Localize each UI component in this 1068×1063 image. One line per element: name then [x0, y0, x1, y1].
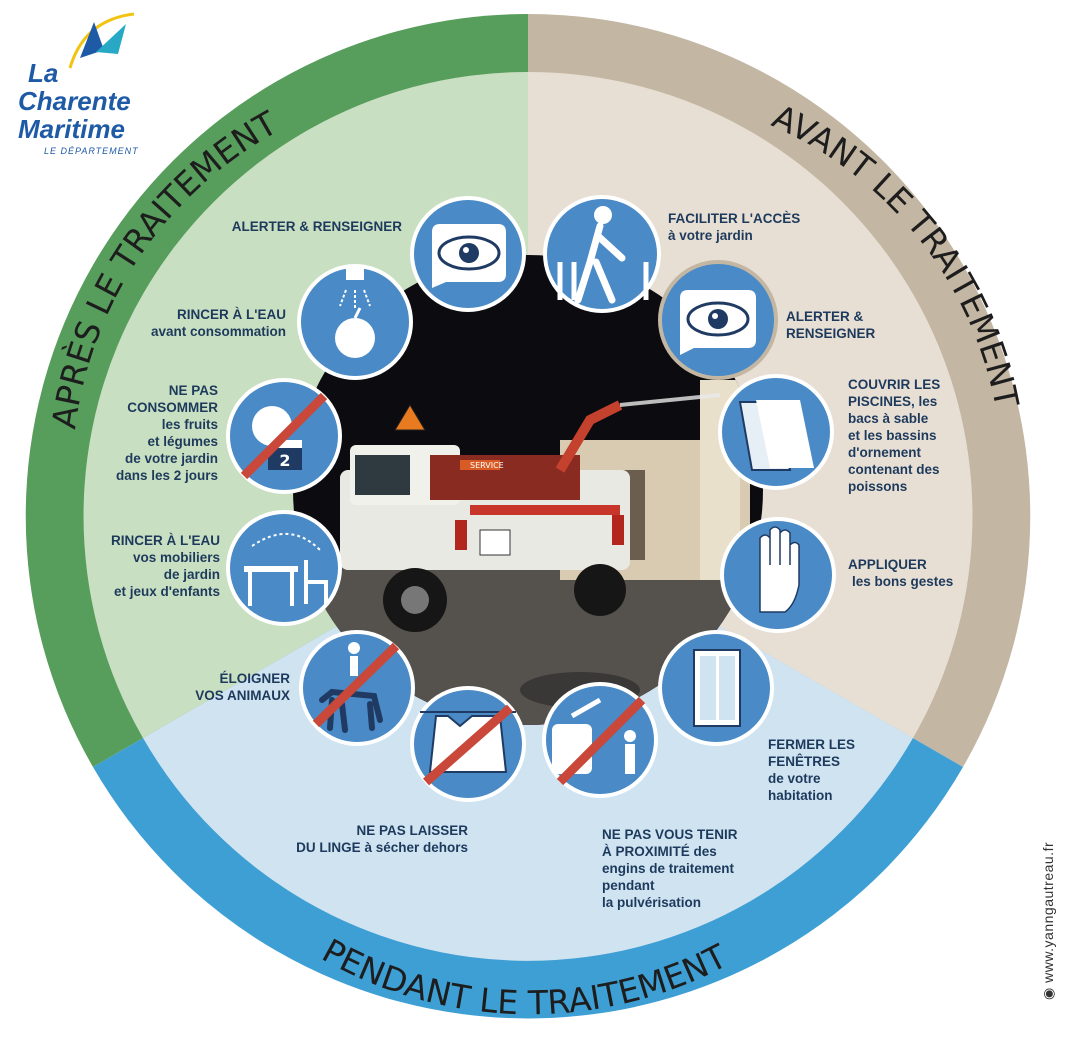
label-animaux: ÉLOIGNER VOS ANIMAUX: [195, 671, 290, 703]
label-fermer: FERMER LES FENÊTRES de votre habitation: [768, 737, 856, 803]
label-rincer-eau: RINCER À L'EAU avant consommation: [150, 307, 286, 339]
label-couvrir: COUVRIR LES PISCINES, les bacs à sable e…: [848, 377, 941, 494]
eye-icon-after: [410, 196, 526, 312]
label-alerter-avant: ALERTER & RENSEIGNER: [786, 309, 876, 341]
logo-maritime: Maritime: [18, 114, 125, 144]
fill-pendant: [143, 516, 913, 961]
no-laundry-icon: [410, 686, 526, 802]
eye-icon: [658, 260, 778, 380]
label-proximite: NE PAS VOUS TENIR À PROXIMITÉ des engins…: [602, 827, 738, 910]
label-linge: NE PAS LAISSER DU LINGE à sécher dehors: [296, 823, 468, 855]
pool-cover-icon: [718, 374, 834, 490]
label-appliquer: APPLIQUER les bons gestes: [848, 557, 954, 589]
label-alerter-apres: ALERTER & RENSEIGNER: [231, 219, 402, 234]
van-label: SERVICE: [470, 461, 504, 470]
label-rincer-mobilier: RINCER À L'EAU vos mobiliers de jardin e…: [111, 533, 220, 599]
credit-icon: ◉: [1040, 982, 1056, 1000]
walker-icon: [543, 195, 661, 313]
label-faciliter: FACILITER L'ACCÈS à votre jardin: [668, 211, 801, 243]
no-apple-calendar-icon: [226, 378, 342, 494]
no-sprayer-proximity-icon: [542, 682, 658, 798]
no-pets-icon: [299, 630, 415, 746]
department-logo: La Charente Maritime LE DÉPARTEMENT: [14, 10, 154, 160]
logo-charente: Charente: [18, 86, 131, 116]
label-consommer: NE PAS CONSOMMER les fruits et légumes d…: [115, 383, 218, 483]
logo-la: La: [28, 58, 59, 88]
bird-logo-icon: [68, 12, 135, 69]
calendar-day-badge: 2: [279, 451, 290, 470]
rinse-apple-icon: [297, 264, 413, 380]
logo-subtitle: LE DÉPARTEMENT: [44, 146, 139, 156]
glove-icon: [720, 517, 836, 633]
photo-credit: ◉ www.yanngautreau.fr: [1040, 841, 1056, 1000]
garden-furniture-icon: [226, 510, 342, 626]
window-icon: [658, 630, 774, 746]
